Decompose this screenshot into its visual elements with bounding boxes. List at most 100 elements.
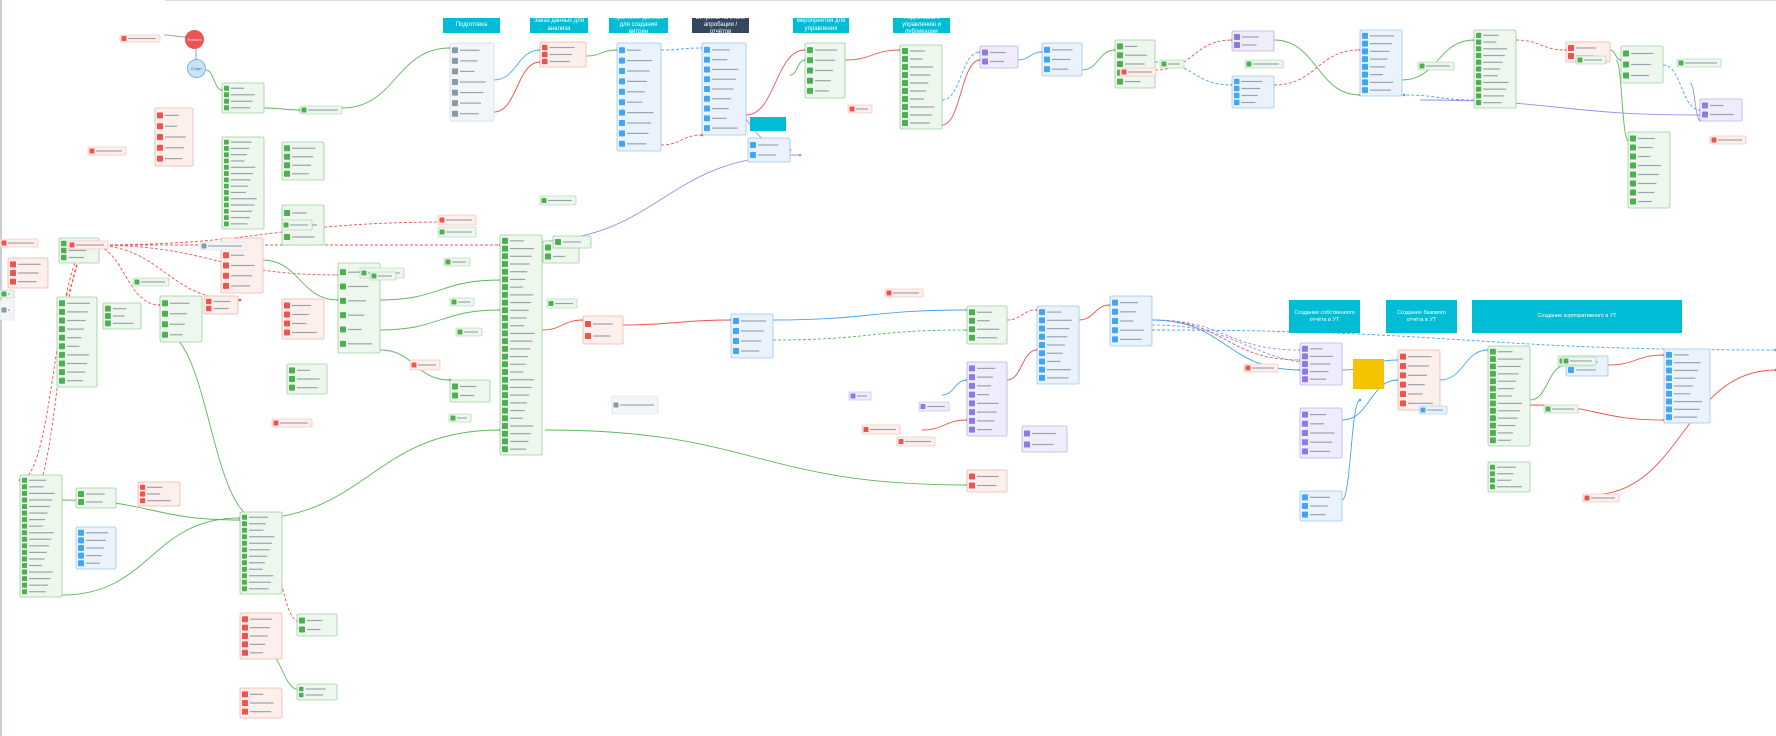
task-node[interactable] <box>67 240 109 250</box>
start-event-node-alt[interactable]: Старт <box>187 59 206 78</box>
process-step[interactable] <box>59 377 83 384</box>
process-step[interactable] <box>59 360 88 367</box>
connector-edge[interactable] <box>1515 39 1567 51</box>
process-group[interactable] <box>966 305 1008 345</box>
process-step[interactable] <box>902 120 930 126</box>
connector-edge[interactable] <box>1006 349 1038 381</box>
process-step[interactable] <box>542 44 575 51</box>
connector-edge[interactable] <box>941 59 981 126</box>
process-step[interactable] <box>299 617 323 624</box>
process-step[interactable] <box>1476 100 1502 106</box>
process-group[interactable] <box>220 237 264 294</box>
process-step[interactable] <box>1362 40 1392 47</box>
connector-edge[interactable] <box>921 419 968 431</box>
process-group[interactable] <box>75 526 117 570</box>
connector-edge[interactable] <box>1419 99 1701 116</box>
process-group[interactable] <box>1109 295 1153 347</box>
process-step[interactable] <box>1666 351 1689 358</box>
process-step[interactable] <box>1362 32 1395 39</box>
process-step[interactable] <box>1400 372 1428 379</box>
process-step[interactable] <box>22 530 54 536</box>
process-step[interactable] <box>224 196 257 202</box>
connector-edge[interactable] <box>341 47 451 109</box>
process-step[interactable] <box>22 582 49 588</box>
process-step[interactable] <box>1362 71 1383 78</box>
connector-edge[interactable] <box>1151 319 1301 371</box>
task-node[interactable] <box>199 241 247 251</box>
process-group[interactable] <box>1473 29 1517 109</box>
process-step[interactable] <box>1234 34 1259 40</box>
process-step[interactable] <box>242 579 272 585</box>
process-step[interactable] <box>78 499 103 505</box>
process-step[interactable] <box>1044 66 1069 73</box>
process-step[interactable] <box>1490 370 1519 377</box>
process-step[interactable] <box>1666 390 1691 397</box>
task-node[interactable] <box>119 34 161 43</box>
process-step[interactable] <box>1400 363 1430 369</box>
process-step[interactable] <box>1302 503 1328 509</box>
process-step[interactable] <box>1568 367 1596 373</box>
process-group[interactable] <box>1359 29 1403 97</box>
process-group[interactable] <box>1231 75 1275 109</box>
process-step[interactable] <box>223 272 253 279</box>
connector-edge[interactable] <box>1006 309 1038 321</box>
process-step[interactable] <box>1112 308 1136 315</box>
process-step[interactable] <box>1039 317 1072 324</box>
process-step[interactable] <box>1490 378 1517 385</box>
process-step[interactable] <box>969 382 992 389</box>
process-step[interactable] <box>289 376 320 382</box>
process-step[interactable] <box>1490 429 1514 436</box>
process-step[interactable] <box>1630 162 1661 169</box>
process-step[interactable] <box>502 284 523 291</box>
process-step[interactable] <box>1490 385 1514 392</box>
process-step[interactable] <box>1024 441 1054 448</box>
process-step[interactable] <box>22 503 50 510</box>
process-step[interactable] <box>284 234 315 240</box>
process-step[interactable] <box>807 47 838 54</box>
process-step[interactable] <box>22 589 46 595</box>
process-step[interactable] <box>1490 407 1520 414</box>
process-step[interactable] <box>1630 171 1659 178</box>
process-step[interactable] <box>22 549 47 555</box>
process-step[interactable] <box>224 92 255 98</box>
task-node[interactable] <box>848 391 872 401</box>
process-step[interactable] <box>1476 79 1509 86</box>
task-node[interactable] <box>1159 59 1185 69</box>
process-group[interactable] <box>239 612 283 660</box>
process-step[interactable] <box>242 553 268 559</box>
process-group[interactable] <box>281 141 325 181</box>
process-step[interactable] <box>10 270 39 276</box>
process-step[interactable] <box>1302 439 1333 446</box>
process-step[interactable] <box>1234 78 1263 85</box>
task-node[interactable] <box>1244 59 1284 69</box>
process-step[interactable] <box>1362 48 1390 55</box>
process-step[interactable] <box>224 98 253 104</box>
process-group[interactable] <box>1397 349 1441 411</box>
process-step[interactable] <box>1630 144 1653 151</box>
process-step[interactable] <box>242 527 264 533</box>
process-step[interactable] <box>242 540 272 546</box>
process-group[interactable] <box>239 687 283 719</box>
process-step[interactable] <box>224 221 248 227</box>
task-node[interactable] <box>443 257 471 267</box>
process-step[interactable] <box>284 320 307 327</box>
process-step[interactable] <box>242 586 269 592</box>
process-step[interactable] <box>242 641 266 648</box>
process-step[interactable] <box>284 311 309 318</box>
process-step[interactable] <box>1490 437 1511 444</box>
task-node[interactable] <box>449 297 475 307</box>
process-step[interactable] <box>452 68 475 75</box>
connector-edge[interactable] <box>263 107 301 111</box>
process-step[interactable] <box>157 123 177 130</box>
process-step[interactable] <box>704 46 730 53</box>
connector-edge[interactable] <box>1078 304 1111 321</box>
process-step[interactable] <box>10 278 37 285</box>
process-step[interactable] <box>224 202 255 208</box>
process-group[interactable] <box>449 379 491 403</box>
process-step[interactable] <box>750 142 779 148</box>
process-step[interactable] <box>969 334 998 341</box>
task-node[interactable] <box>1676 58 1722 68</box>
process-group[interactable] <box>159 295 203 343</box>
process-step[interactable] <box>502 423 533 429</box>
process-step[interactable] <box>59 308 88 315</box>
